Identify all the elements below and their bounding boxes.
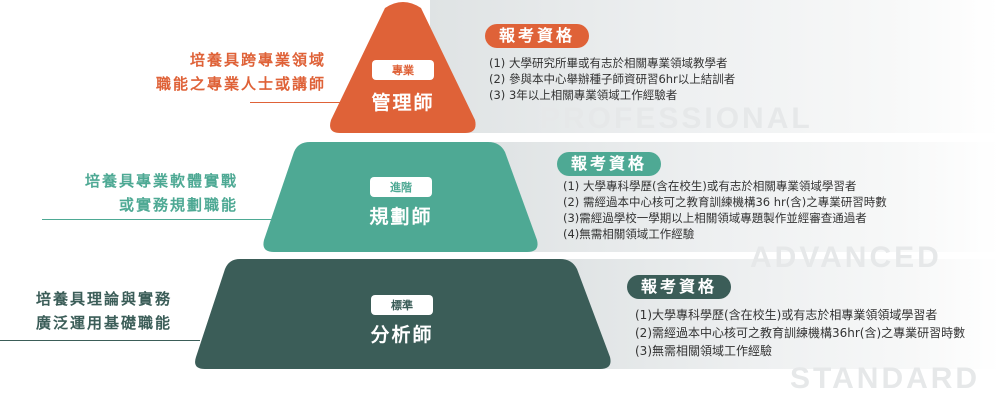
list-item: (2) 需經過本中心核可之教育訓練機構36 hr(含)之專業研習時數	[563, 195, 887, 209]
tier3-badge: 標準	[371, 295, 433, 315]
tier1-description: 培養具跨專業領域職能之專業人士或講師	[155, 51, 326, 93]
list-item: (1) 大學研究所畢或有志於相關專業領域教學者	[489, 56, 728, 70]
list-item: (3)需經過學校一學期以上相關領域專題製作並經審查通過者	[563, 211, 867, 225]
tier2-badge: 進階	[370, 177, 432, 197]
tier1-band	[430, 0, 1000, 133]
tier1-divider	[250, 102, 340, 103]
watermark-standard: STANDARD	[790, 362, 981, 395]
tier3-title: 分析師	[370, 324, 434, 346]
list-item: (3) 3年以上相關專業領域工作經驗者	[489, 88, 678, 102]
tier2-divider	[42, 219, 274, 220]
tier1-badge: 專業	[372, 60, 434, 80]
tier3-qualifications-label: 報考資格	[627, 275, 732, 299]
list-item: (2) 參與本中心舉辦種子師資研習6hr以上結訓者	[489, 72, 736, 86]
tier2-shape	[263, 142, 538, 252]
tier1-qualifications: (1) 大學研究所畢或有志於相關專業領域教學者 (2) 參與本中心舉辦種子師資研…	[489, 55, 735, 103]
tier2-title: 規劃師	[369, 206, 433, 228]
list-item: (2)需經過本中心核可之教育訓練機構36hr(含)之專業研習時數	[635, 326, 966, 340]
list-item: (3)無需相關領域工作經驗	[635, 344, 772, 358]
list-item: (1) 大學專科學歷(含在校生)或有志於相關專業領域學習者	[563, 179, 857, 193]
tier1-title: 管理師	[371, 92, 435, 114]
tier3-description: 培養具理論與實務廣泛運用基礎職能	[35, 290, 172, 332]
list-item: (4)無需相關領域工作經驗	[563, 227, 695, 241]
list-item: (1)大學專科學歷(含在校生)或有志於相專業領領域學習者	[635, 308, 938, 322]
watermark-professional: PROFESSIONAL	[540, 102, 813, 135]
watermark-advanced: ADVANCED	[750, 241, 942, 274]
tier2-qualifications: (1) 大學專科學歷(含在校生)或有志於相關專業領域學習者 (2) 需經過本中心…	[563, 178, 887, 242]
tier3-divider	[0, 340, 200, 341]
tier1-qualifications-label: 報考資格	[485, 24, 590, 48]
tier2-qualifications-label: 報考資格	[557, 152, 662, 176]
tier2-description: 培養具專業軟體實戰或實務規劃職能	[84, 172, 238, 214]
tier3-qualifications: (1)大學專科學歷(含在校生)或有志於相專業領領域學習者 (2)需經過本中心核可…	[635, 306, 965, 360]
